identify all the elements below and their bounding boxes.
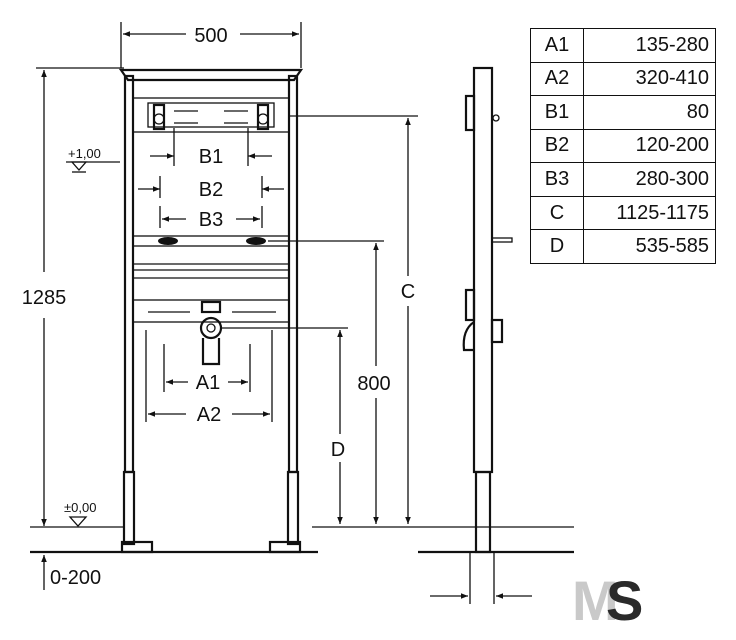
floor-line: 0-200: [30, 550, 574, 590]
height-dimension: 1285: [22, 67, 124, 526]
h800-label: 800: [357, 373, 390, 395]
level-marker-plus: +1,00: [66, 146, 120, 173]
adjust-label: 0-200: [50, 567, 101, 589]
height-label: 1285: [22, 287, 67, 309]
h800-dimension: 800: [268, 240, 391, 524]
a1-label: A1: [196, 372, 220, 394]
b2-label: B2: [199, 179, 223, 201]
side-frame: [430, 66, 532, 604]
b-dimensions: B1 B2 B3: [138, 128, 284, 231]
width-label: 500: [194, 25, 227, 47]
a2-label: A2: [197, 404, 221, 426]
front-frame: [118, 68, 304, 554]
d-dimension: D: [220, 327, 348, 524]
b1-label: B1: [199, 146, 223, 168]
level-marker-zero: ±0,00: [30, 500, 124, 528]
c-dimension: C: [290, 115, 418, 524]
width-dimension: 500: [120, 22, 302, 68]
b3-label: B3: [199, 209, 223, 231]
svg-text:±0,00: ±0,00: [64, 500, 96, 515]
d-label: D: [331, 439, 345, 461]
a-dimensions: A1 A2: [145, 330, 273, 426]
ms-logo: M S: [572, 569, 644, 632]
c-label: C: [401, 281, 415, 303]
svg-text:+1,00: +1,00: [68, 146, 101, 161]
